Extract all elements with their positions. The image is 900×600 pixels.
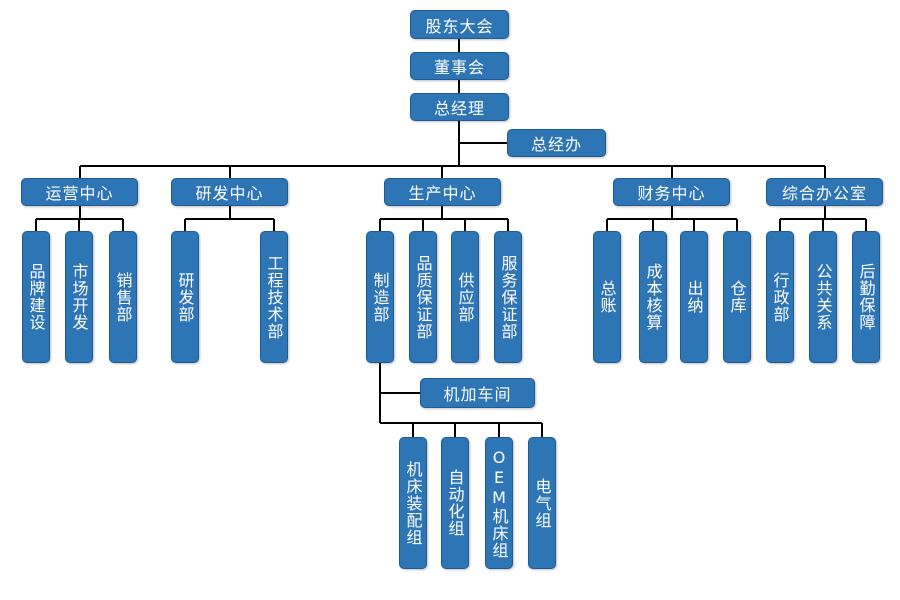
general-manager-box: 总经理 [410, 93, 509, 121]
machining-workshop-box: 机加车间 [420, 378, 535, 408]
dept-quality-assurance: 品质保证部 [409, 231, 437, 363]
group-machine-assembly: 机床装配组 [399, 437, 427, 569]
admin-office-box: 综合办公室 [766, 178, 883, 206]
group-oem-machine: OEM机床组 [485, 437, 513, 569]
dept-supply: 供应部 [451, 231, 479, 363]
operations-center-box: 运营中心 [21, 178, 138, 206]
dept-public-relations: 公共关系 [809, 231, 837, 363]
dept-warehouse: 仓库 [723, 231, 751, 363]
dept-manufacturing: 制造部 [366, 231, 394, 363]
dept-sales: 销售部 [109, 231, 137, 363]
group-electrical: 电气组 [528, 437, 556, 569]
gm-office-box: 总经办 [507, 129, 606, 157]
dept-research: 研发部 [171, 231, 199, 363]
rnd-center-box: 研发中心 [171, 178, 288, 206]
dept-administration: 行政部 [766, 231, 794, 363]
shareholders-meeting-box: 股东大会 [410, 10, 509, 39]
dept-engineering-tech: 工程技术部 [260, 231, 288, 363]
dept-general-ledger: 总账 [593, 231, 621, 363]
dept-logistics-support: 后勤保障 [852, 231, 880, 363]
group-automation: 自动化组 [441, 437, 469, 569]
dept-service-assurance: 服务保证部 [494, 231, 522, 363]
finance-center-box: 财务中心 [613, 178, 730, 206]
dept-brand-building: 品牌建设 [22, 231, 50, 363]
dept-cashier: 出纳 [680, 231, 708, 363]
dept-market-development: 市场开发 [65, 231, 93, 363]
dept-cost-accounting: 成本核算 [639, 231, 667, 363]
board-of-directors-box: 董事会 [410, 52, 509, 80]
production-center-box: 生产中心 [384, 178, 501, 206]
